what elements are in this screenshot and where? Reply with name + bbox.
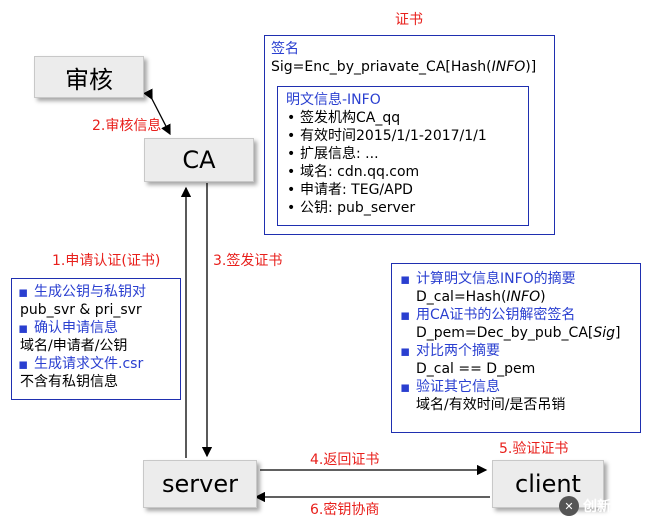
server-node-label: server bbox=[162, 470, 238, 498]
client-step-4-detail: 域名/有效时间/是否吊销 bbox=[416, 397, 566, 413]
client-step-2-title: 用CA证书的公钥解密签名 bbox=[400, 306, 621, 324]
audit-ca-arrow-line bbox=[143, 88, 171, 136]
apply-cert-label: 1.申请认证(证书) bbox=[52, 253, 161, 269]
return-cert-label: 4.返回证书 bbox=[310, 452, 380, 468]
ca-node: CA bbox=[144, 138, 254, 182]
signature-formula-arg: INFO bbox=[491, 59, 526, 75]
server-steps-box: 生成公钥与私钥对 pub_svr & pri_svr 确认申请信息 域名/申请者… bbox=[11, 278, 181, 400]
client-step-3-detail: D_cal == D_pem bbox=[416, 361, 536, 377]
watermark-logo-icon: ✕ bbox=[559, 496, 579, 516]
certificate-title: 证书 bbox=[395, 12, 423, 28]
client-steps-list: 计算明文信息INFO的摘要 D_cal=Hash(INFO) 用CA证书的公钥解… bbox=[400, 270, 621, 414]
client-step-1-detail: D_cal=Hash(INFO) bbox=[416, 289, 546, 305]
client-step-1-title: 计算明文信息INFO的摘要 bbox=[400, 270, 621, 288]
client-step-2-detail: D_pem=Dec_by_pub_CA[Sig] bbox=[416, 325, 621, 341]
key-negotiate-label: 6.密钥协商 bbox=[310, 502, 380, 518]
client-node: client bbox=[492, 460, 604, 508]
signature-formula: Sig=Enc_by_priavate_CA[Hash(INFO)] bbox=[271, 59, 537, 75]
info-box: 明文信息-INFO 签发机构CA_qq有效时间2015/1/1-2017/1/1… bbox=[277, 86, 529, 226]
watermark: ✕ 创新互联 bbox=[559, 496, 639, 516]
info-item: 有效时间2015/1/1-2017/1/1 bbox=[287, 127, 487, 145]
info-title: 明文信息-INFO bbox=[286, 92, 381, 108]
signature-label: 签名 bbox=[271, 41, 299, 57]
info-list: 签发机构CA_qq有效时间2015/1/1-2017/1/1扩展信息: ...域… bbox=[287, 109, 487, 217]
certificate-box: 签名 Sig=Enc_by_priavate_CA[Hash(INFO)] 明文… bbox=[264, 35, 555, 235]
info-item: 扩展信息: ... bbox=[287, 145, 487, 163]
server-step-2-title: 确认申请信息 bbox=[18, 319, 146, 337]
client-step-4-title: 验证其它信息 bbox=[400, 378, 621, 396]
watermark-text: 创新互联 bbox=[583, 499, 639, 515]
audit-node: 审核 bbox=[34, 56, 144, 98]
server-step-3-title: 生成请求文件.csr bbox=[18, 355, 146, 373]
audit-node-label: 审核 bbox=[65, 65, 113, 94]
issue-cert-label: 3.签发证书 bbox=[213, 253, 283, 269]
info-item: 域名: cdn.qq.com bbox=[287, 163, 487, 181]
info-item: 公钥: pub_server bbox=[287, 199, 487, 217]
server-step-3-detail: 不含有私钥信息 bbox=[20, 374, 118, 390]
info-item: 申请者: TEG/APD bbox=[287, 181, 487, 199]
ca-node-label: CA bbox=[182, 146, 216, 174]
server-step-1-detail: pub_svr & pri_svr bbox=[20, 302, 142, 318]
audit-info-label: 2.审核信息 bbox=[92, 118, 162, 134]
verify-cert-label: 5.验证证书 bbox=[499, 441, 569, 457]
server-steps-list: 生成公钥与私钥对 pub_svr & pri_svr 确认申请信息 域名/申请者… bbox=[18, 283, 146, 391]
server-step-1-title: 生成公钥与私钥对 bbox=[18, 283, 146, 301]
client-node-label: client bbox=[515, 470, 581, 498]
client-step-3-title: 对比两个摘要 bbox=[400, 342, 621, 360]
client-steps-box: 计算明文信息INFO的摘要 D_cal=Hash(INFO) 用CA证书的公钥解… bbox=[391, 263, 641, 433]
server-step-2-detail: 域名/申请者/公钥 bbox=[20, 338, 128, 354]
info-item: 签发机构CA_qq bbox=[287, 109, 487, 127]
server-node: server bbox=[143, 460, 257, 508]
